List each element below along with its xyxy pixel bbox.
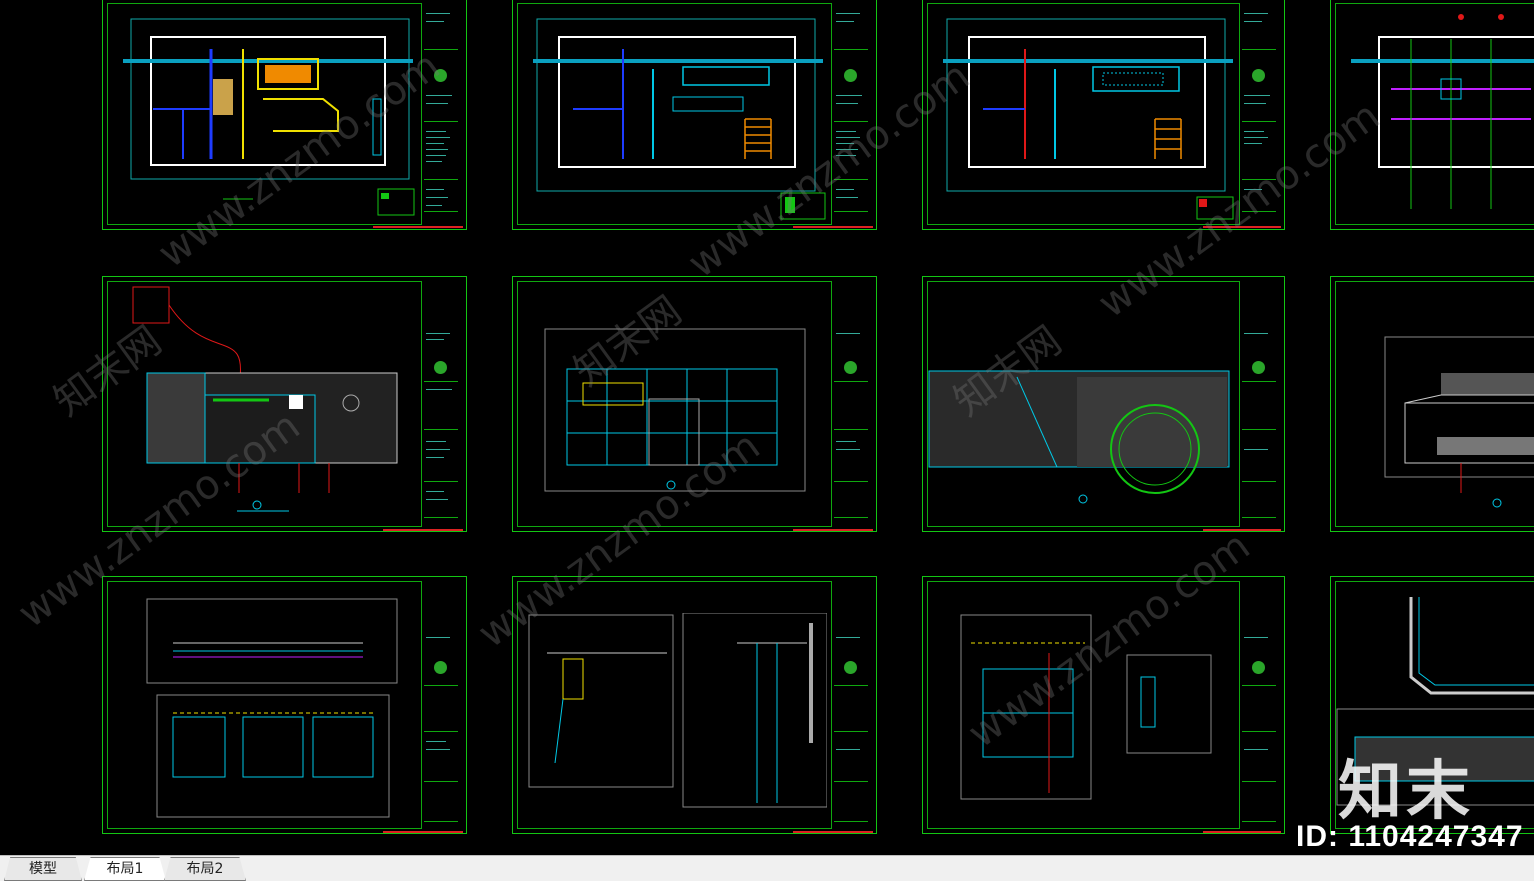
- detail-drawing: [528, 613, 827, 808]
- drawing-sheet-detail-2[interactable]: [512, 576, 877, 834]
- title-block: [1239, 581, 1278, 829]
- watermark-logo: 知末: [1338, 755, 1474, 829]
- drawing-sheet-plan-1[interactable]: [102, 0, 467, 230]
- drawing-sheet-elevation-2[interactable]: [512, 276, 877, 532]
- title-block: [421, 581, 460, 829]
- tab-layout-2[interactable]: 布局2: [164, 857, 246, 881]
- elevation-drawing: [544, 328, 806, 492]
- floor-plan-drawing: [533, 18, 826, 220]
- detail-drawing: [1336, 597, 1534, 806]
- company-logo-icon: [844, 661, 857, 674]
- electrical-plan-drawing: [1351, 14, 1534, 209]
- drawing-sheet-plan-2[interactable]: [512, 0, 877, 230]
- detail-drawing: [146, 598, 398, 818]
- title-block: [831, 3, 870, 225]
- company-logo-icon: [434, 661, 447, 674]
- drawing-sheet-detail-3[interactable]: [922, 576, 1285, 834]
- drawing-sheet-elevation-4[interactable]: [1330, 276, 1534, 532]
- elevation-drawing: [928, 370, 1230, 504]
- title-block: [421, 281, 460, 527]
- watermark-id: ID: 1104247347: [1296, 820, 1524, 853]
- company-logo-icon: [434, 361, 447, 374]
- layout-tab-bar: 模型 布局1 布局2: [0, 855, 1534, 881]
- title-block: [1239, 281, 1278, 527]
- elevation-drawing: [1384, 336, 1534, 508]
- company-logo-icon: [844, 361, 857, 374]
- company-logo-icon: [434, 69, 447, 82]
- company-logo-icon: [844, 69, 857, 82]
- elevation-drawing: [132, 286, 398, 512]
- tab-model[interactable]: 模型: [4, 857, 82, 881]
- drawing-sheet-detail-1[interactable]: [102, 576, 467, 834]
- drawing-sheet-elevation-1[interactable]: [102, 276, 467, 532]
- title-block: [1239, 3, 1278, 225]
- company-logo-icon: [1252, 661, 1265, 674]
- cad-layout-canvas[interactable]: www.znzmo.com www.znzmo.com www.znzmo.co…: [0, 0, 1534, 855]
- drawing-sheet-detail-4[interactable]: [1330, 576, 1534, 834]
- floor-plan-drawing: [123, 18, 415, 216]
- title-block: [831, 281, 870, 527]
- drawing-sheet-plan-4[interactable]: [1330, 0, 1534, 230]
- drawing-sheet-plan-3[interactable]: [922, 0, 1285, 230]
- company-logo-icon: [1252, 361, 1265, 374]
- title-block: [831, 581, 870, 829]
- floor-plan-drawing: [943, 18, 1234, 220]
- title-block: [421, 3, 460, 225]
- company-logo-icon: [1252, 69, 1265, 82]
- tab-layout-1[interactable]: 布局1: [84, 857, 166, 881]
- drawing-sheet-elevation-3[interactable]: [922, 276, 1285, 532]
- detail-drawing: [960, 614, 1212, 800]
